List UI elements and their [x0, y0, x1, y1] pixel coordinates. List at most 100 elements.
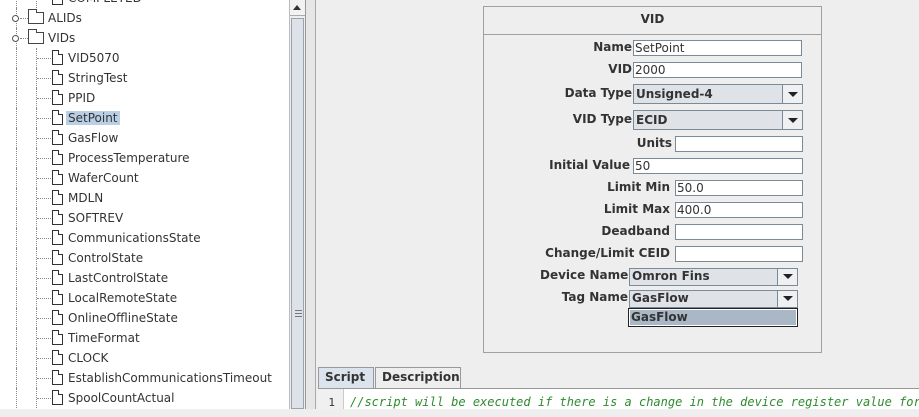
file-icon — [52, 350, 63, 365]
chevron-down-icon[interactable] — [777, 291, 797, 307]
tree-leaf-node[interactable]: OnlineOfflineState — [0, 308, 289, 328]
tree-guide-line — [16, 268, 17, 288]
tree-leaf-node[interactable]: LastControlState — [0, 268, 289, 288]
tree-leaf-node[interactable]: SpoolCountActual — [0, 388, 289, 408]
expanded-handle-icon[interactable] — [12, 35, 19, 42]
tree-node-label: GasFlow — [68, 131, 119, 145]
units-label: Units — [636, 136, 672, 150]
name-field[interactable]: SetPoint — [633, 40, 802, 56]
chevron-down-icon[interactable] — [777, 269, 797, 285]
tree-guide-line — [16, 68, 17, 88]
tree-connector-line — [37, 58, 51, 59]
tree-leaf-node[interactable]: ControlState — [0, 248, 289, 268]
file-icon — [52, 310, 63, 325]
tree-guide-line — [36, 188, 37, 208]
tree-leaf-node[interactable]: CLOCK — [0, 348, 289, 368]
tree-connector-line — [37, 238, 51, 239]
initial-value-field[interactable]: 50 — [633, 158, 803, 174]
tree-guide-line — [36, 108, 37, 128]
limit-max-field[interactable]: 400.0 — [675, 202, 803, 218]
tree-node-label: MDLN — [68, 191, 104, 205]
device-name-label: Device Name — [540, 268, 629, 282]
vid-label: VID — [608, 62, 632, 76]
tree-connector-line — [37, 378, 51, 379]
tree-guide-line — [16, 168, 17, 188]
tree-leaf-node[interactable]: GasFlow — [0, 128, 289, 148]
tree-folder-node[interactable]: VIDs — [0, 28, 289, 48]
tag-name-select[interactable]: GasFlow — [629, 290, 798, 308]
tree-node-label: COMPLETED — [68, 0, 142, 5]
tree-leaf-node[interactable]: PPID — [0, 88, 289, 108]
initial-value-label: Initial Value — [549, 158, 630, 172]
tree-connector-line — [37, 358, 51, 359]
limit-min-field[interactable]: 50.0 — [675, 180, 803, 196]
tag-option-gasflow[interactable]: GasFlow — [630, 310, 796, 325]
tree-leaf-node[interactable]: COMPLETED — [0, 0, 289, 8]
scroll-up-arrow-icon[interactable] — [290, 0, 305, 16]
device-name-value: Omron Fins — [632, 269, 710, 283]
tree-leaf-node[interactable]: LocalRemoteState — [0, 288, 289, 308]
tree-node-label: ALIDs — [48, 11, 82, 25]
tree-guide-line — [36, 368, 37, 388]
tree-folder-node[interactable]: ALIDs — [0, 8, 289, 28]
file-icon — [52, 290, 63, 305]
tree-guide-line — [16, 148, 17, 168]
tree-node-label: LastControlState — [68, 271, 169, 285]
tree-leaf-node[interactable]: CommunicationsState — [0, 228, 289, 248]
tree-node-label: LocalRemoteState — [68, 291, 178, 305]
file-icon — [52, 190, 63, 205]
tab-script[interactable]: Script — [318, 367, 374, 389]
units-field[interactable] — [675, 136, 803, 152]
vidtype-select[interactable]: ECID — [633, 110, 803, 130]
chevron-down-icon[interactable] — [782, 111, 802, 129]
file-icon — [52, 390, 63, 405]
tree-guide-line — [16, 208, 17, 228]
scrollbar-thumb[interactable] — [291, 18, 304, 409]
tree-leaf-node[interactable]: StringTest — [0, 68, 289, 88]
vid-field[interactable]: 2000 — [633, 62, 802, 78]
tree-leaf-node[interactable]: VID5070 — [0, 48, 289, 68]
script-editor[interactable]: 1 //script will be executed if there is … — [318, 389, 919, 409]
tree-leaf-node[interactable]: SOFTREV — [0, 208, 289, 228]
tree-leaf-node[interactable]: ProcessTemperature — [0, 148, 289, 168]
tree-connector-line — [37, 138, 51, 139]
tree-guide-line — [16, 228, 17, 248]
file-icon — [52, 90, 63, 105]
file-icon — [52, 330, 63, 345]
tab-description[interactable]: Description — [375, 367, 461, 389]
file-icon — [52, 230, 63, 245]
tree-node-label: PPID — [68, 91, 96, 105]
tree-scrollbar[interactable] — [289, 0, 305, 409]
tag-name-label: Tag Name — [561, 290, 628, 304]
tag-name-dropdown-list: GasFlow — [628, 308, 798, 327]
collapsed-handle-icon[interactable] — [12, 15, 19, 22]
tree-leaf-node[interactable]: SetPoint — [0, 108, 289, 128]
code-line[interactable]: //script will be executed if there is a … — [350, 395, 919, 409]
vidtype-value: ECID — [636, 113, 668, 127]
file-icon — [52, 130, 63, 145]
tree-guide-line — [36, 348, 37, 368]
tree-connector-line — [37, 258, 51, 259]
tree-leaf-node[interactable]: WaferCount — [0, 168, 289, 188]
line-number: 1 — [318, 389, 344, 409]
tree-guide-line — [36, 0, 37, 8]
tree-connector-line — [37, 178, 51, 179]
split-pane-divider[interactable] — [306, 0, 316, 409]
tree-guide-line — [16, 188, 17, 208]
datatype-value: Unsigned-4 — [636, 87, 713, 101]
tree-node-label: TimeFormat — [68, 331, 140, 345]
deadband-field[interactable] — [675, 224, 803, 240]
tree-node-label: SpoolCountActual — [68, 391, 175, 405]
grip-icon — [295, 310, 302, 317]
tree-leaf-node[interactable]: TimeFormat — [0, 328, 289, 348]
datatype-select[interactable]: Unsigned-4 — [633, 84, 803, 104]
tree-leaf-node[interactable]: EstablishCommunicationsTimeout — [0, 368, 289, 388]
device-name-select[interactable]: Omron Fins — [629, 268, 798, 286]
tree-leaf-node[interactable]: MDLN — [0, 188, 289, 208]
chevron-down-icon[interactable] — [782, 85, 802, 103]
ceid-field[interactable] — [675, 246, 803, 262]
tree-connector-line — [37, 298, 51, 299]
tree-guide-line — [16, 288, 17, 308]
folder-icon — [28, 29, 44, 44]
